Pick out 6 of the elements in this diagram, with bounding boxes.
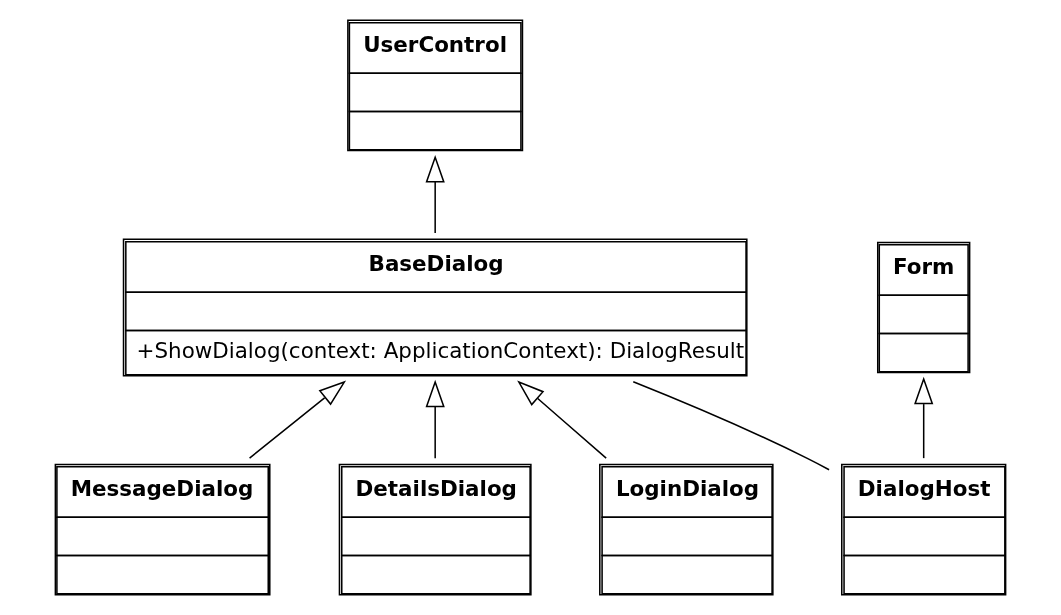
arrow	[425, 379, 445, 459]
arrow	[914, 376, 934, 459]
arrow	[248, 380, 347, 459]
arrow	[425, 155, 445, 234]
arrow	[517, 380, 607, 459]
connector	[632, 381, 830, 471]
